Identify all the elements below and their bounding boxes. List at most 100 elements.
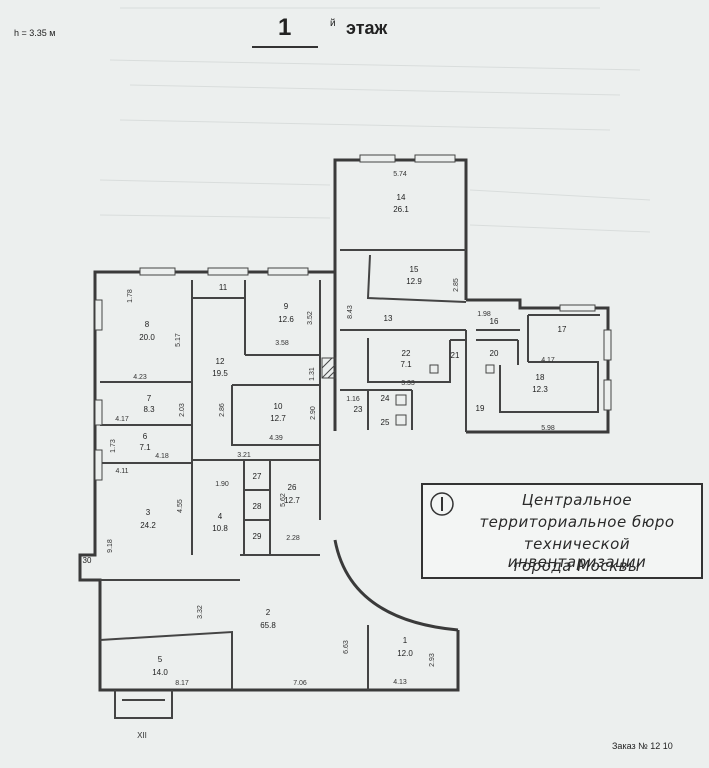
- ceiling-height-label: h = 3.35 м: [14, 28, 56, 38]
- room-number: 8: [145, 320, 150, 329]
- room-number: 25: [381, 418, 390, 427]
- room-number: 16: [490, 317, 499, 326]
- dimension-label: 8.17: [175, 680, 189, 687]
- dimension-label: 3.21: [237, 452, 251, 459]
- stamp-line: технической инвентаризации: [507, 535, 647, 571]
- dimension-label: 8.43: [347, 305, 354, 319]
- dimension-label: 1.16: [346, 396, 360, 403]
- dimension-label: 4.17: [541, 357, 555, 364]
- room-number: 14: [397, 193, 406, 202]
- room-number: 1: [403, 636, 408, 645]
- room-area: 12.9: [406, 277, 422, 286]
- room-area: 65.8: [260, 621, 276, 630]
- axis-label: XII: [137, 731, 147, 740]
- room-number: 28: [253, 502, 262, 511]
- room-number: 15: [410, 265, 419, 274]
- dimension-label: 6.63: [343, 640, 350, 654]
- floor-number-underline: [252, 46, 318, 48]
- room-number: 24: [381, 394, 390, 403]
- room-area: 8.3: [143, 405, 155, 414]
- windows: [94, 154, 612, 481]
- room-number: 29: [253, 532, 262, 541]
- hatched-column: [321, 357, 337, 379]
- dimension-label: 3.52: [307, 311, 314, 325]
- dimension-label: 5.17: [175, 333, 182, 347]
- dimension-label: 1.31: [309, 367, 316, 381]
- dimension-label: 3.33: [401, 380, 415, 387]
- interior-walls: [99, 249, 600, 690]
- room-number: 13: [384, 314, 393, 323]
- dimension-label: 2.86: [219, 403, 226, 417]
- dimension-label: 3.58: [275, 340, 289, 347]
- room-area: 12.6: [278, 315, 294, 324]
- room-number: 12: [216, 357, 225, 366]
- stamp-line: территориальное бюро: [479, 513, 675, 531]
- room-number: 26: [288, 483, 297, 492]
- stamp-line: города Москвы: [513, 557, 641, 575]
- room-area: 7.1: [400, 360, 412, 369]
- room-number: 21: [451, 351, 460, 360]
- dimension-label: 1.78: [127, 289, 134, 303]
- room-number: 9: [284, 302, 289, 311]
- room-number: 7: [147, 394, 152, 403]
- balcony: [114, 690, 173, 719]
- room-area: 12.7: [284, 496, 300, 505]
- stamp-emblem-icon: [430, 492, 454, 516]
- dimension-label: 1.73: [110, 439, 117, 453]
- curved-facade-wall: [333, 539, 459, 632]
- dimension-label: 9.18: [107, 539, 114, 553]
- dimension-label: 2.93: [429, 653, 436, 667]
- room-number: 2: [266, 608, 271, 617]
- room-number: 30: [83, 556, 92, 565]
- room-area: 19.5: [212, 369, 228, 378]
- sanitary-fixtures: [395, 364, 495, 426]
- dimension-label: 1.98: [477, 311, 491, 318]
- dimension-label: 1.90: [215, 481, 229, 488]
- dimension-label: 2.90: [310, 406, 317, 420]
- room-number: 19: [476, 404, 485, 413]
- floor-number: 1: [278, 14, 292, 41]
- room-number: 17: [558, 325, 567, 334]
- room-number: 6: [143, 432, 148, 441]
- dimension-label: 4.13: [393, 679, 407, 686]
- dimension-label: 3.32: [197, 605, 204, 619]
- room-number: 10: [274, 402, 283, 411]
- dimension-label: 4.23: [133, 374, 147, 381]
- room-number: 3: [146, 508, 151, 517]
- room-area: 24.2: [140, 521, 156, 530]
- room-number: 22: [402, 349, 411, 358]
- room-area: 12.0: [397, 649, 413, 658]
- dimension-label: 5.98: [541, 425, 555, 432]
- room-number: 5: [158, 655, 163, 664]
- room-number: 20: [490, 349, 499, 358]
- dimension-label: 5.62: [280, 493, 287, 507]
- dimension-label: 2.85: [453, 278, 460, 292]
- floor-suffix: й: [330, 18, 336, 29]
- room-number: 4: [218, 512, 223, 521]
- floor-word: этаж: [346, 18, 388, 38]
- dimension-label: 5.74: [393, 171, 407, 178]
- order-number: Заказ № 12 10: [612, 741, 673, 751]
- room-area: 20.0: [139, 333, 155, 342]
- dimension-label: 4.18: [155, 453, 169, 460]
- room-number: 11: [219, 283, 228, 292]
- room-number: 23: [354, 405, 363, 414]
- room-number: 27: [253, 472, 262, 481]
- dimension-label: 2.03: [179, 403, 186, 417]
- dimension-label: 4.55: [177, 499, 184, 513]
- room-area: 12.7: [270, 414, 286, 423]
- room-area: 7.1: [139, 443, 151, 452]
- dimension-label: 4.39: [269, 435, 283, 442]
- dimension-label: 4.17: [115, 416, 129, 423]
- dimension-label: 7.06: [293, 680, 307, 687]
- dimension-label: 2.28: [286, 535, 300, 542]
- room-area: 10.8: [212, 524, 228, 533]
- room-area: 14.0: [152, 668, 168, 677]
- room-area: 26.1: [393, 205, 409, 214]
- room-number: 18: [536, 373, 545, 382]
- room-area: 12.3: [532, 385, 548, 394]
- dimension-label: 4.11: [115, 468, 128, 475]
- stamp-line: Центральное: [521, 491, 633, 509]
- faint-background-lines: [99, 7, 651, 233]
